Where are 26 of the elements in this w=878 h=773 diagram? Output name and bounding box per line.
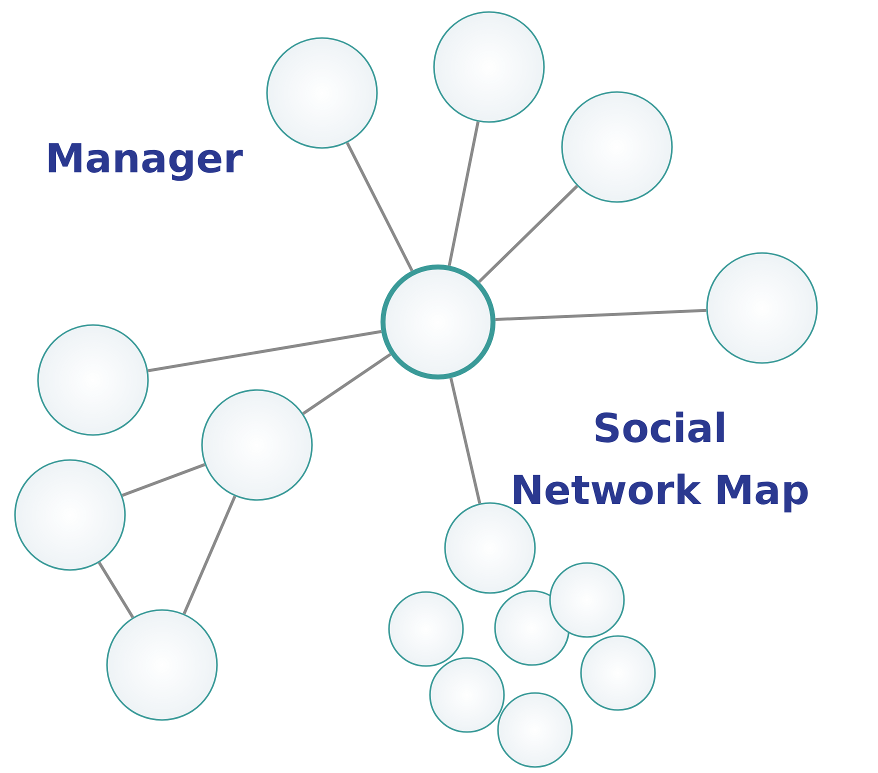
circle-node: [106, 609, 218, 721]
circle-node: [201, 389, 313, 501]
connector-line: [182, 496, 236, 614]
circle-node: [380, 264, 496, 380]
circle-node: [429, 657, 505, 733]
connector-line: [122, 463, 206, 497]
connector-line: [302, 353, 392, 415]
circle-node: [388, 591, 464, 667]
circle-node: [433, 11, 545, 123]
circle-node: [14, 459, 126, 571]
connector-line: [448, 121, 480, 266]
connector-line: [449, 378, 482, 504]
circle-node: [580, 635, 656, 711]
title-label: Social Network Map: [514, 412, 808, 512]
circle-node: [561, 91, 673, 203]
connector-line: [98, 562, 134, 618]
connector-line: [346, 142, 414, 272]
circle-node: [266, 37, 378, 149]
circle-node: [549, 562, 625, 638]
connector-line: [478, 184, 578, 283]
connector-line: [148, 330, 382, 372]
circle-node: [497, 692, 573, 768]
circle-node: [37, 324, 149, 436]
title-label: Manager: [48, 143, 243, 181]
connector-line: [495, 308, 706, 322]
circle-node: [706, 252, 818, 364]
